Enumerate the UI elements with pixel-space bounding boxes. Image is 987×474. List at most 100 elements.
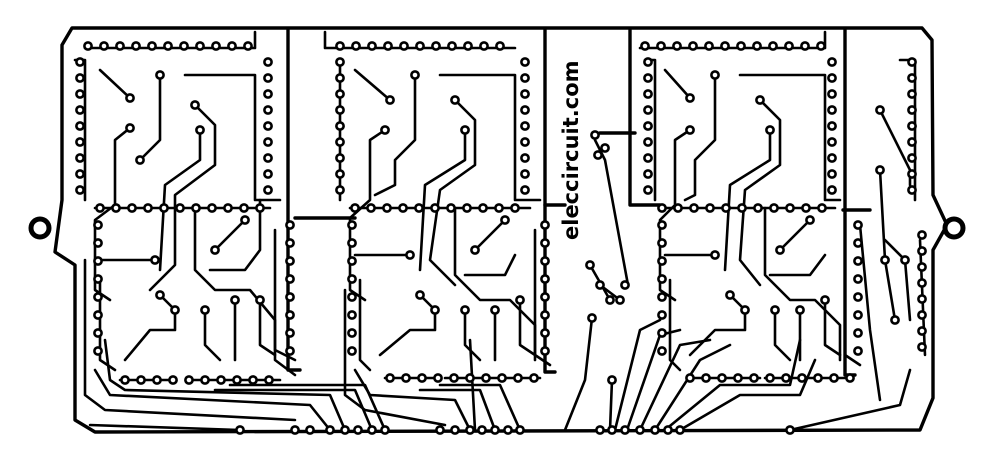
solder-pad: [827, 89, 837, 99]
solder-pad: [340, 425, 350, 435]
solder-pad: [673, 203, 683, 213]
display-section-mid: [323, 30, 552, 432]
solder-pad: [640, 41, 650, 51]
solder-pad: [366, 203, 376, 213]
solder-pad: [211, 41, 221, 51]
solder-pad: [907, 169, 917, 179]
solder-pad: [163, 41, 173, 51]
solder-pad: [263, 89, 273, 99]
solder-pad: [672, 41, 682, 51]
solder-pad: [737, 203, 747, 213]
solder-pad: [605, 295, 615, 305]
solder-pad: [770, 305, 780, 315]
solder-pad: [285, 274, 295, 284]
solder-pad: [800, 41, 810, 51]
solder-pad: [775, 245, 785, 255]
solder-pad: [263, 137, 273, 147]
solder-pad: [500, 215, 510, 225]
solder-pad: [263, 185, 273, 195]
solder-pad: [917, 246, 927, 256]
solder-pad: [853, 238, 863, 248]
solder-pad: [232, 375, 242, 385]
solder-pad: [650, 425, 660, 435]
solder-pad: [643, 105, 653, 115]
solder-pad: [595, 280, 605, 290]
solder-pad: [347, 274, 357, 284]
solder-pad: [853, 256, 863, 266]
solder-pad: [335, 185, 345, 195]
solder-pad: [335, 73, 345, 83]
solder-pad: [917, 278, 927, 288]
solder-pad: [385, 373, 395, 383]
solder-pad: [380, 425, 390, 435]
solder-pad: [465, 373, 475, 383]
solder-pad: [263, 121, 273, 131]
solder-pad: [143, 203, 153, 213]
solder-pad: [820, 295, 830, 305]
solder-pad: [907, 57, 917, 67]
solder-pad: [643, 169, 653, 179]
solder-pad: [765, 125, 775, 135]
solder-pad: [590, 130, 600, 140]
solder-pad: [99, 41, 109, 51]
solder-pad: [827, 137, 837, 147]
solder-pad: [431, 41, 441, 51]
solder-pad: [540, 274, 550, 284]
solder-pad: [462, 203, 472, 213]
solder-pad: [689, 203, 699, 213]
solder-pad: [415, 41, 425, 51]
solder-pad: [120, 375, 130, 385]
solder-pad: [285, 292, 295, 302]
solder-pad: [479, 41, 489, 51]
solder-pad: [494, 203, 504, 213]
solder-pad: [347, 238, 357, 248]
solder-pad: [520, 121, 530, 131]
solder-pad: [853, 292, 863, 302]
solder-pad: [367, 425, 377, 435]
solder-pad: [585, 260, 595, 270]
solder-pad: [600, 143, 610, 153]
solder-pad: [347, 292, 357, 302]
solder-pad: [816, 41, 826, 51]
solder-pad: [285, 310, 295, 320]
solder-pad: [179, 41, 189, 51]
solder-pad: [93, 292, 103, 302]
solder-pad: [382, 203, 392, 213]
solder-pad: [827, 169, 837, 179]
solder-pad: [347, 220, 357, 230]
solder-pad: [435, 425, 445, 435]
solder-pad: [125, 93, 135, 103]
solder-pad: [398, 203, 408, 213]
solder-pad: [749, 373, 759, 383]
solder-pad: [95, 203, 105, 213]
solder-pad: [290, 425, 300, 435]
solder-pad: [917, 310, 927, 320]
solder-pad: [907, 137, 917, 147]
solder-pad: [115, 41, 125, 51]
solder-pad: [540, 238, 550, 248]
solder-pad: [801, 203, 811, 213]
solder-pad: [383, 41, 393, 51]
solder-pad: [131, 41, 141, 51]
solder-pad: [685, 373, 695, 383]
solder-pad: [685, 125, 695, 135]
solder-pad: [781, 373, 791, 383]
solder-pad: [620, 280, 630, 290]
solder-pad: [417, 373, 427, 383]
solder-pad: [657, 256, 667, 266]
solder-pad: [335, 121, 345, 131]
solder-pad: [587, 313, 597, 323]
solder-pad: [155, 70, 165, 80]
solder-pad: [353, 425, 363, 435]
solder-pad: [190, 100, 200, 110]
solder-pad: [243, 41, 253, 51]
solder-pad: [497, 373, 507, 383]
solder-pad: [740, 305, 750, 315]
solder-pad: [305, 425, 315, 435]
mounting-hole-left: [28, 216, 52, 240]
solder-pad: [335, 105, 345, 115]
solder-pad: [75, 73, 85, 83]
solder-pad: [159, 203, 169, 213]
solder-pad: [223, 203, 233, 213]
solder-pad: [351, 41, 361, 51]
